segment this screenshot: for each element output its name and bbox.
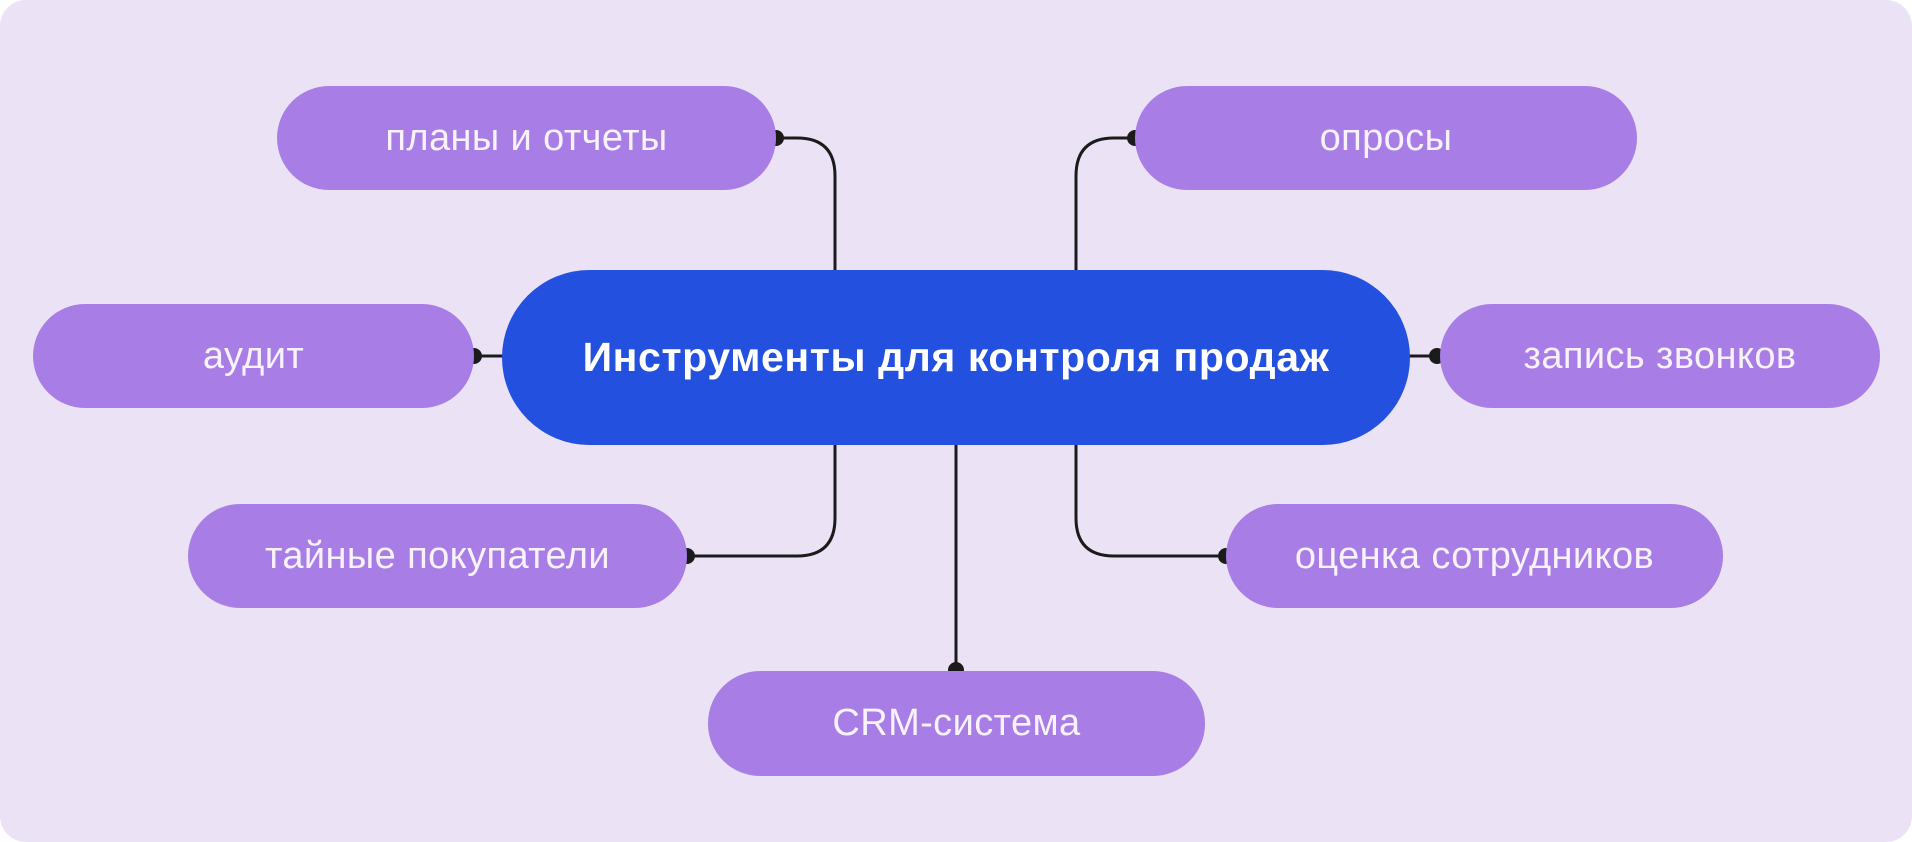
node-surveys-label: опросы — [1319, 116, 1453, 159]
center-node: Инструменты для контроля продаж — [502, 270, 1410, 445]
connector-line-employee-evaluation — [1074, 443, 1228, 558]
node-audit-label: аудит — [202, 334, 305, 377]
node-surveys: опросы — [1135, 86, 1637, 190]
node-crm-system: CRM-система — [708, 671, 1205, 776]
node-employee-evaluation-label: оценка сотрудников — [1294, 534, 1655, 577]
node-plans-reports-label: планы и отчеты — [385, 116, 668, 159]
node-call-recording-label: запись звонков — [1523, 334, 1797, 377]
node-mystery-shoppers-label: тайные покупатели — [264, 534, 610, 577]
connector-line-plans-reports — [774, 136, 837, 272]
node-crm-system-label: CRM-система — [832, 702, 1081, 744]
node-audit: аудит — [33, 304, 474, 408]
node-plans-reports: планы и отчеты — [277, 86, 776, 190]
connector-line-mystery-shoppers — [685, 443, 837, 558]
center-node-label: Инструменты для контроля продаж — [582, 334, 1330, 380]
connector-line-surveys — [1074, 136, 1137, 272]
node-mystery-shoppers: тайные покупатели — [188, 504, 687, 608]
node-call-recording: запись звонков — [1440, 304, 1880, 408]
node-employee-evaluation: оценка сотрудников — [1226, 504, 1723, 608]
